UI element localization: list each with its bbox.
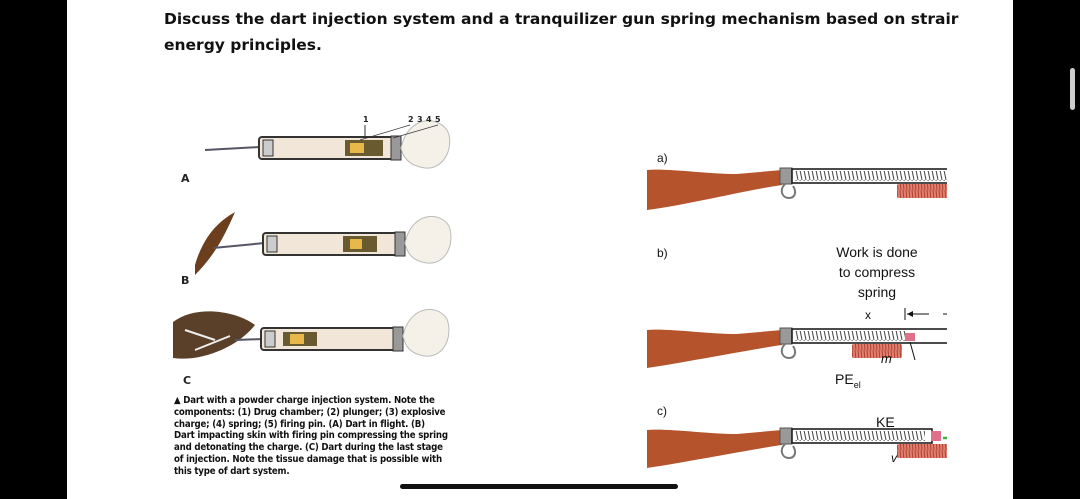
gun-c	[647, 427, 947, 468]
gun-a	[647, 167, 947, 210]
gun-b	[647, 308, 947, 368]
elastic-pe-label: PEel	[835, 371, 861, 390]
component-number-4: 4	[426, 115, 432, 124]
component-number-5: 5	[435, 115, 441, 124]
dart-b	[195, 212, 452, 275]
work-annotation: Work is done to compress spring	[836, 244, 918, 300]
component-number-2: 2	[408, 115, 414, 124]
dart-c	[173, 309, 450, 359]
velocity-label: v	[891, 451, 897, 465]
panel-label-c: C	[183, 374, 192, 387]
document-page: Discuss the dart injection system and a …	[67, 0, 1013, 499]
mass-label: m	[881, 351, 892, 366]
dart-caption: ▲ Dart with a powder charge injection sy…	[174, 395, 448, 477]
home-indicator[interactable]	[400, 484, 678, 489]
ke-label: KE	[876, 414, 895, 430]
gun-panel-label-c: c)	[657, 404, 667, 418]
component-number-1: 1	[363, 115, 369, 124]
dart-injection-figure: 1 2 3 4 5	[173, 115, 452, 359]
panel-label-a: A	[181, 172, 190, 185]
gun-panel-label-b: b)	[657, 246, 668, 260]
gun-panel-label-a: a)	[657, 151, 668, 165]
gun-spring-figure	[647, 167, 947, 468]
scrollbar[interactable]	[1070, 68, 1075, 110]
question-title: Discuss the dart injection system and a …	[164, 10, 959, 54]
component-number-3: 3	[417, 115, 423, 124]
dart-a	[204, 120, 451, 169]
panel-label-b: B	[181, 274, 190, 287]
displacement-label: x	[865, 308, 871, 322]
